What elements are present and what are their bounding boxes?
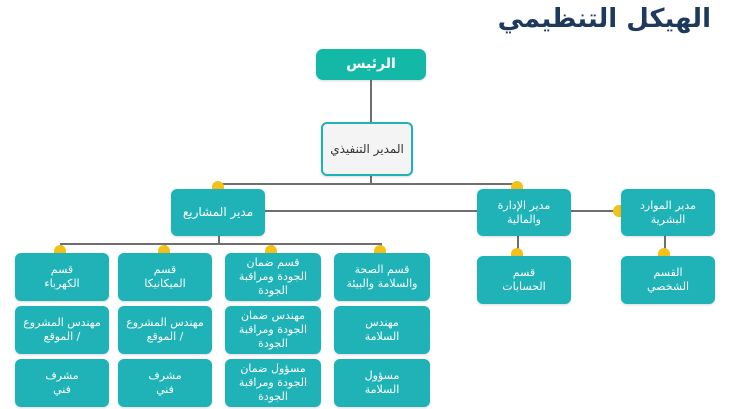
connector-dot <box>265 245 277 253</box>
personnel-dept-box: القسم الشخصي <box>621 256 715 304</box>
mechanical-dept-box: قسم الميكانيكا <box>118 253 212 301</box>
connector-dot <box>374 245 386 253</box>
connector-dot <box>658 248 670 256</box>
elec-technical-supervisor-box: مشرف فني <box>15 359 109 407</box>
qa-qc-engineer-box: مهندس ضمان الجودة ومراقبة الجودة <box>225 306 321 354</box>
connector-line <box>517 236 519 256</box>
health-safety-env-dept-box: قسم الصحة والسلامة والبيئة <box>334 253 430 301</box>
ceo-box: المدير التنفيذي <box>321 122 413 176</box>
connector-dot <box>212 181 224 189</box>
connector-line <box>370 176 372 184</box>
mech-technical-supervisor-box: مشرف فني <box>118 359 212 407</box>
elec-project-site-engineer-box: مهندس المشروع / الموقع <box>15 306 109 354</box>
accounts-dept-box: قسم الحسابات <box>477 256 571 304</box>
connector-line <box>218 183 519 185</box>
connector-line <box>265 210 477 212</box>
safety-engineer-box: مهندس السلامة <box>334 306 430 354</box>
connector-line <box>60 243 382 245</box>
president-box: الرئيس <box>316 49 426 80</box>
electrical-dept-box: قسم الكهرباء <box>15 253 109 301</box>
chart-title: الهيكل التنظيمي <box>497 4 711 34</box>
mech-project-site-engineer-box: مهندس المشروع / الموقع <box>118 306 212 354</box>
connector-dot <box>54 245 66 253</box>
connector-line <box>218 236 220 244</box>
admin-finance-manager-box: مدير الإدارة والمالية <box>477 189 571 236</box>
projects-manager-box: مدير المشاريع <box>171 189 265 236</box>
connector-dot <box>158 245 170 253</box>
qa-qc-dept-box: قسم ضمان الجودة ومراقبة الجودة <box>225 253 321 301</box>
connector-line <box>664 236 666 256</box>
connector-dot <box>613 205 621 217</box>
hr-manager-box: مدير الموارد البشرية <box>621 189 715 236</box>
connector-dot <box>511 181 523 189</box>
safety-officer-box: مسؤول السلامة <box>334 359 430 407</box>
connector-line <box>370 80 372 122</box>
qa-qc-officer-box: مسؤول ضمان الجودة ومراقبة الجودة <box>225 359 321 407</box>
connector-dot <box>511 248 523 256</box>
connector-line <box>571 210 621 212</box>
